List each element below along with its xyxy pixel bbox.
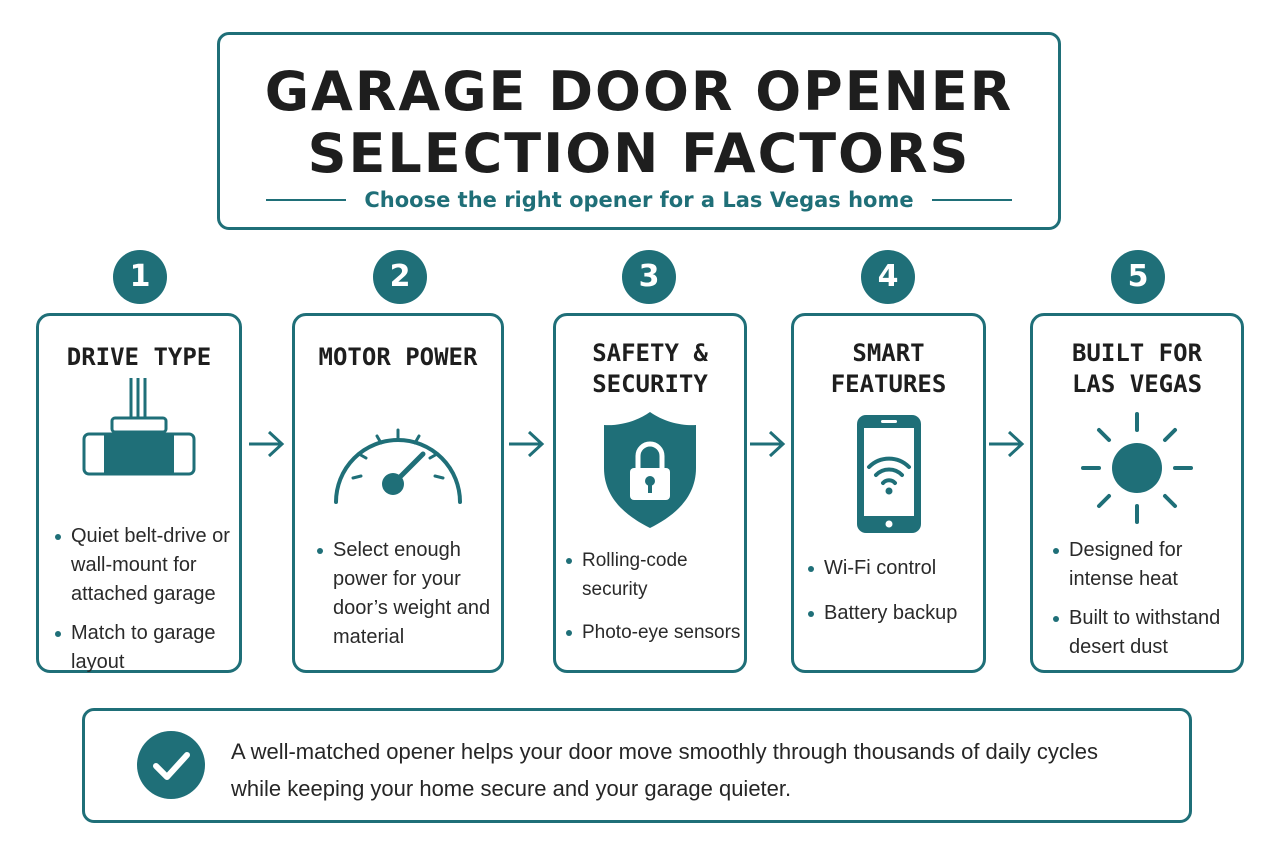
card-built-for-las-vegas: BUILT FOR LAS VEGAS Designed for intense…	[1030, 313, 1244, 673]
list-item: Wi-Fi control	[806, 554, 986, 583]
title-line-2: SELECTION FACTORS	[307, 122, 971, 185]
card-title-line: SAFETY &	[592, 339, 708, 367]
list-item: Battery backup	[806, 599, 986, 628]
garage-door-opener-motor-icon	[39, 378, 239, 478]
card-title-motor-power: MOTOR POWER	[295, 342, 501, 373]
summary-text: A well-matched opener helps your door mo…	[231, 739, 1099, 801]
step-number-4: 4	[861, 250, 915, 304]
card-title-line: FEATURES	[830, 370, 947, 398]
card-title-line: SMART	[852, 339, 925, 367]
card-title-line: DRIVE TYPE	[66, 343, 212, 371]
arrow-right-icon	[750, 430, 786, 458]
list-item: Designed for intense heat	[1051, 536, 1241, 594]
card-title-line: LAS VEGAS	[1071, 370, 1203, 398]
checkmark-icon	[137, 731, 205, 799]
card-motor-power: MOTOR POWER Select enough power for your…	[292, 313, 504, 673]
bullet-list-built-for-las-vegas: Designed for intense heat Built to withs…	[1051, 536, 1241, 672]
card-title-line: SECURITY	[592, 370, 708, 398]
list-item: Match to garage layout	[53, 619, 239, 677]
card-title-built-for-las-vegas: BUILT FOR LAS VEGAS	[1033, 338, 1241, 400]
title-box: GARAGE DOOR OPENER SELECTION FACTORS Cho…	[217, 32, 1061, 230]
step-number-5: 5	[1111, 250, 1165, 304]
card-title-drive-type: DRIVE TYPE	[39, 342, 239, 373]
subtitle-rule-right	[931, 199, 1012, 201]
list-item: Rolling-code security	[564, 546, 748, 604]
list-item: Quiet belt-drive or wall-mount for attac…	[53, 522, 239, 609]
subtitle-rule-left	[266, 199, 347, 201]
step-number-1: 1	[113, 250, 167, 304]
gauge-icon	[295, 410, 501, 510]
list-item: Built to withstand desert dust	[1051, 604, 1241, 662]
card-safety-security: SAFETY & SECURITY Rolling-code security …	[553, 313, 747, 673]
card-drive-type: DRIVE TYPE Quiet belt-drive or wall-moun…	[36, 313, 242, 673]
list-item: Photo-eye sensors	[564, 618, 748, 647]
title-line-1: GARAGE DOOR OPENER	[264, 60, 1014, 123]
summary-box: A well-matched opener helps your door mo…	[82, 708, 1192, 823]
sun-icon	[1033, 408, 1241, 528]
arrow-right-icon	[249, 430, 285, 458]
step-number-2: 2	[373, 250, 427, 304]
card-title-safety-security: SAFETY & SECURITY	[556, 338, 744, 400]
list-item: Select enough power for your door’s weig…	[315, 536, 501, 652]
step-number-3: 3	[622, 250, 676, 304]
subtitle: Choose the right opener for a Las Vegas …	[364, 188, 914, 212]
bullet-list-motor-power: Select enough power for your door’s weig…	[315, 536, 501, 662]
card-title-smart-features: SMART FEATURES	[794, 338, 983, 400]
subtitle-row: Choose the right opener for a Las Vegas …	[220, 185, 1058, 215]
arrow-right-icon	[989, 430, 1025, 458]
card-smart-features: SMART FEATURES Wi-Fi control Battery bac…	[791, 313, 986, 673]
bullet-list-safety-security: Rolling-code security Photo-eye sensors	[564, 546, 748, 657]
smartphone-wifi-icon	[794, 412, 983, 536]
arrow-right-icon	[509, 430, 545, 458]
bullet-list-smart-features: Wi-Fi control Battery backup	[806, 554, 986, 638]
card-title-line: BUILT FOR	[1071, 339, 1203, 367]
bullet-list-drive-type: Quiet belt-drive or wall-mount for attac…	[53, 522, 239, 687]
card-title-line: MOTOR POWER	[318, 343, 478, 371]
shield-lock-icon	[556, 410, 744, 530]
